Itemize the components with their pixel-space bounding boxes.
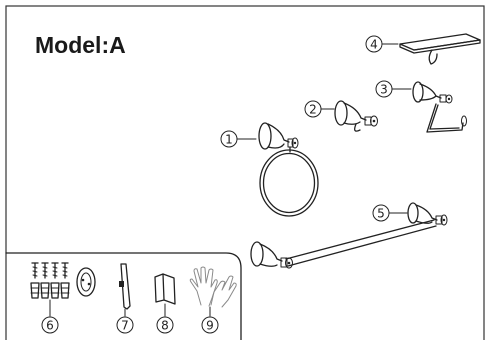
toilet-paper-holder-icon [412,81,467,133]
callout-8: 8 [156,303,174,334]
callout-number: 9 [206,319,214,333]
callout-number: 3 [380,83,388,97]
robe-hook-icon [334,100,378,132]
callout-9: 9 [201,306,219,334]
callout-number: 7 [121,319,129,333]
hex-key-icon [119,263,131,310]
callout-number: 1 [225,133,233,147]
callout-number: 8 [161,319,169,333]
shelf-icon [399,33,481,65]
callout-number: 2 [309,103,317,117]
callout-number: 4 [370,38,378,52]
mounting-plate-icon [76,267,96,297]
callout-4: 4 [365,35,399,53]
towel-bar-icon [250,202,448,269]
callout-number: 6 [46,319,54,333]
screws-anchors-icon [30,262,70,299]
towel-ring-icon [258,122,319,217]
model-title: Model:A [35,32,126,58]
callout-6: 6 [41,299,59,334]
accessories-frame [5,252,242,340]
callout-1: 1 [220,130,257,148]
callout-7: 7 [116,308,134,334]
callout-5: 5 [372,204,408,222]
gloves-icon [189,266,237,308]
outer-frame [5,5,485,340]
callout-number: 5 [377,207,385,221]
callout-3: 3 [375,80,412,98]
instruction-sheet-icon [154,273,176,305]
callout-2: 2 [304,100,335,118]
